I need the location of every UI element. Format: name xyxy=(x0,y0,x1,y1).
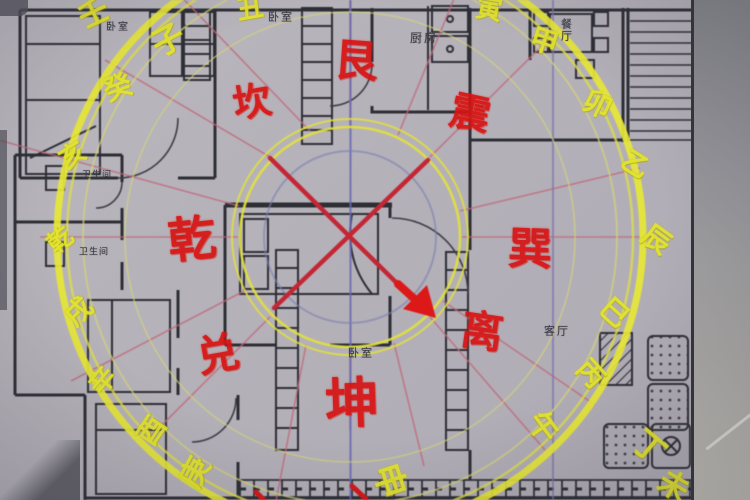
balcony-railing xyxy=(239,479,693,498)
red-cross-arrow xyxy=(253,155,436,500)
trigram-kun: 坤 xyxy=(323,371,381,436)
dark-corner-bottom-left xyxy=(0,440,80,500)
dark-edge-left xyxy=(0,130,7,310)
room-label-living-room: 客厅 xyxy=(544,324,570,338)
room-label-bedroom-top-left: 卧室 xyxy=(106,22,130,33)
trigram-li: 离 xyxy=(457,304,507,359)
room-label-dining: 餐厅 xyxy=(559,18,573,42)
room-label-bedroom-center: 卧室 xyxy=(348,346,374,360)
compass-rings xyxy=(53,0,647,500)
room-label-bathroom-lower: 卫生间 xyxy=(78,247,110,258)
dark-corner-top-left xyxy=(0,0,28,16)
room-label-kitchen: 厨房 xyxy=(409,31,439,45)
trigram-qian: 乾 xyxy=(165,209,219,271)
ring-char-yin: 寅 xyxy=(473,0,505,28)
trigram-dui: 兑 xyxy=(192,326,243,383)
trigram-gen: 艮 xyxy=(332,34,380,89)
room-label-bathroom-upper: 卫生间 xyxy=(81,170,113,181)
door-arcs xyxy=(95,63,469,443)
trigram-zhen: 震 xyxy=(445,87,495,141)
room-label-bedroom-top-middle: 卧室 xyxy=(268,10,294,24)
ring-char-chou: 丑 xyxy=(234,0,266,27)
red-marks-bottom xyxy=(253,483,369,500)
trigram-xun: 巽 xyxy=(507,223,553,276)
photo-edge-strip xyxy=(691,0,750,500)
staircase xyxy=(626,8,692,142)
trigram-kan: 坎 xyxy=(229,77,275,127)
